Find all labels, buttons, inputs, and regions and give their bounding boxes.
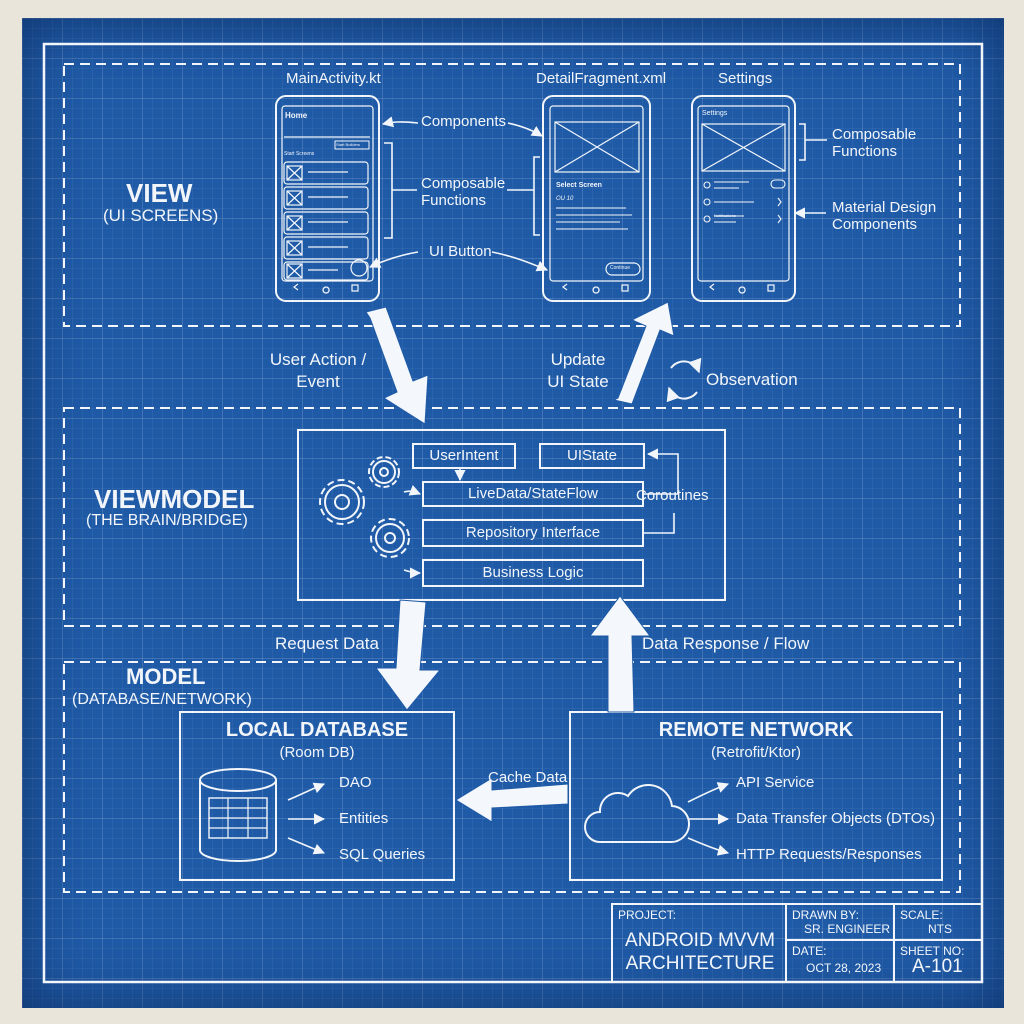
flow-update-2: UI State [547,372,609,391]
flow-arrow-data-response [589,595,651,713]
remote-item-dtos: Data Transfer Objects (DTOs) [736,810,935,827]
label-material-2: Components [832,216,918,233]
tb-project-1: ANDROID MVVM [625,930,775,951]
phone-detail-caption: OU 10 [556,196,574,202]
flow-update-1: Update [550,350,606,369]
box-livedata: LiveData/StateFlow [422,481,644,507]
flow-cache-data: Cache Data [488,769,568,786]
phone-main-activity [275,95,380,302]
cloud-icon [584,783,691,844]
database-icon [199,768,277,862]
arrow-icon [365,301,675,823]
view-title: VIEW [126,178,193,208]
flow-user-action-1: User Action / [269,350,367,369]
flow-arrow-user-action [365,306,429,425]
tb-scale-label: SCALE: [900,908,943,922]
title-block [611,903,983,983]
model-title: MODEL [126,664,206,689]
tb-drawn-value: SR. ENGINEER [804,922,891,936]
tb-date-value: OCT 28, 2023 [806,961,882,975]
blueprint-sheet [22,18,1004,1008]
viewmodel-subtitle: (THE BRAIN/BRIDGE) [86,512,248,529]
tb-project-label: PROJECT: [618,908,677,922]
phone-detail-button[interactable]: Continue [610,265,631,271]
tb-scale-value: NTS [928,922,952,936]
remote-title: REMOTE NETWORK [658,719,854,741]
screen-file-main: MainActivity.kt [286,70,381,87]
label-ui-button: UI Button [429,243,492,260]
remote-subtitle: (Retrofit/Ktor) [710,744,801,761]
phone-settings-row: Notifications [714,213,736,218]
screen-file-detail: DetailFragment.xml [536,70,667,87]
local-database-box [179,711,455,881]
local-item-dao: DAO [339,774,372,791]
viewmodel-section-frame [63,407,961,627]
flow-request-data: Request Data [275,634,379,653]
label-composable-1: Composable [421,175,506,192]
sheet-border [42,42,984,984]
label-coroutines: Coroutines [636,487,709,504]
gear-icon [319,456,410,558]
label-components: Components [421,113,507,130]
screen-file-settings: Settings [718,70,773,87]
flow-user-action-2: Event [296,372,340,391]
phone-settings-header: Settings [702,110,728,117]
box-user-intent: UserIntent [412,443,516,469]
tb-sheet-value: A-101 [912,956,963,977]
phone-detail-header: Select Screen [556,182,602,189]
phone-settings [691,95,796,302]
viewmodel-title: VIEWMODEL [94,484,255,514]
flow-arrow-update-ui [612,301,675,405]
label-composable-r2: Functions [832,143,898,160]
remote-item-api: API Service [736,774,815,791]
view-subtitle: (UI SCREENS) [103,206,219,225]
box-ui-state: UIState [539,443,645,469]
model-section-frame [63,661,961,893]
flow-data-response: Data Response / Flow [642,634,810,653]
local-item-entities: Entities [339,810,389,827]
local-db-subtitle: (Room DB) [279,744,355,761]
local-item-sql: SQL Queries [339,846,426,863]
flow-arrow-request-data [375,599,442,711]
phone-main-header: Home [285,111,308,120]
remote-network-box [569,711,943,881]
tb-sheet-label: SHEET NO: [900,944,965,958]
tb-project-2: ARCHITECTURE [625,953,775,974]
label-composable-r1: Composable [832,126,917,143]
phone-main-button[interactable]: Start Builders [336,142,361,147]
label-material-1: Material Design [832,199,937,216]
model-subtitle: (DATABASE/NETWORK) [72,691,252,708]
tb-date-label: DATE: [792,944,827,958]
label-composable-2: Functions [421,192,487,209]
refresh-icon [666,357,702,403]
view-section-frame [63,63,961,327]
box-business-logic: Business Logic [422,559,644,587]
local-db-title: LOCAL DATABASE [225,719,409,741]
phone-detail-fragment [542,95,651,302]
phone-main-section: Start Screens [284,151,315,157]
flow-observation: Observation [706,370,798,389]
tb-drawn-label: DRAWN BY: [792,908,859,922]
flow-arrow-cache-data [455,777,569,823]
box-repository: Repository Interface [422,519,644,547]
viewmodel-inner-box [297,429,726,601]
remote-item-http: HTTP Requests/Responses [736,846,922,863]
